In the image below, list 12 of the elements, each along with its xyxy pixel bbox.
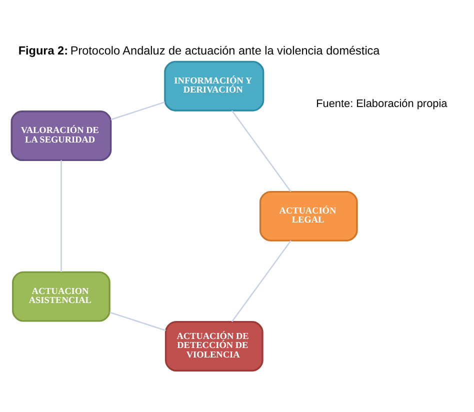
connector [110, 311, 166, 331]
connector [60, 160, 62, 272]
connector [231, 240, 292, 322]
node-box: ACTUACION ASISTENCIAL [12, 270, 110, 322]
diagram-title: Figura 2: Protocolo Andaluz de actuación ante la violencia doméstica [18, 44, 380, 57]
node-box: VALORACIÓN DE LA SEGURIDAD [10, 110, 112, 160]
node-box: ACTUACIÓN LEGAL [259, 190, 358, 241]
connector [231, 110, 292, 192]
connector [110, 101, 165, 120]
caption: Fuente: Elaboración propia [316, 98, 448, 110]
node-box: ACTUACIÓN DE DETECCIÓN DE VIOLENCIA [164, 320, 264, 371]
node-box: INFORMACIÓN Y DERIVACIÓN [164, 60, 264, 111]
